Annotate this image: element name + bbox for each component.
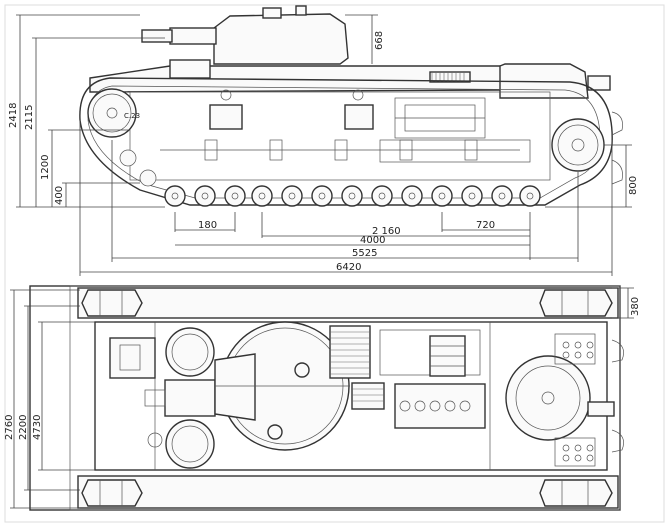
- track-inner-outline: [87, 85, 601, 199]
- dim-4000: 4000: [360, 235, 385, 246]
- front-mg-turret-top: [165, 327, 215, 377]
- sprocket-plan-bottom: [539, 479, 613, 507]
- road-wheel: [251, 185, 273, 207]
- road-wheels: [164, 185, 541, 207]
- engine-deck-grille: [429, 71, 471, 83]
- track-outline: [79, 77, 613, 206]
- dim-180: 180: [198, 220, 217, 231]
- sheet-frame: [4, 4, 665, 523]
- rear-turret-gun-plan: [587, 401, 615, 417]
- road-wheel: [311, 185, 333, 207]
- turret-hatch-plan: [294, 362, 310, 378]
- road-wheel: [281, 185, 303, 207]
- hull-gun-mount: [164, 379, 216, 417]
- door-rear-handle: [352, 89, 364, 101]
- idler-plan-top: [81, 289, 143, 317]
- part-mark-label: C.23: [124, 112, 140, 120]
- plan-hull: [94, 321, 608, 471]
- dim-2200: 2200: [18, 415, 29, 440]
- dim-720: 720: [476, 220, 495, 231]
- main-turret: [213, 13, 349, 65]
- road-wheel: [341, 185, 363, 207]
- side-door-front: [209, 104, 243, 130]
- front-mg-turret-bottom: [165, 419, 215, 469]
- driver-compartment: [109, 337, 156, 379]
- fuel-tank: [351, 382, 385, 410]
- idler-plan-bottom: [81, 479, 143, 507]
- door-front-handle: [220, 89, 232, 101]
- road-wheel: [164, 185, 186, 207]
- dim-total-height: 2418: [8, 103, 19, 128]
- dim-2760: 2760: [4, 415, 15, 440]
- plan-dimensions: [10, 287, 634, 509]
- rear-turret-plan: [505, 355, 591, 441]
- track-left: [77, 287, 619, 319]
- dim-hull-height: 2115: [24, 105, 35, 130]
- turret-hatch: [295, 5, 307, 16]
- road-wheel: [401, 185, 423, 207]
- radiator-block: [329, 325, 371, 379]
- rear-turret-gun: [587, 75, 611, 91]
- main-gun-barrel: [141, 29, 173, 43]
- road-wheel: [194, 185, 216, 207]
- dim-turret-height: 668: [374, 31, 385, 50]
- road-wheel: [519, 185, 541, 207]
- side-view: C.23: [8, 5, 639, 276]
- drive-sprocket: [551, 118, 605, 172]
- plan-view: 2760 2200 4730 380: [4, 285, 641, 511]
- return-roller: [139, 169, 157, 187]
- dim-380: 380: [630, 297, 641, 316]
- front-idler-wheel: [87, 88, 137, 138]
- side-dimensions: [16, 14, 632, 276]
- main-gun-mantlet: [169, 27, 217, 45]
- dim-5525: 5525: [352, 248, 377, 259]
- road-wheel: [461, 185, 483, 207]
- side-dimension-labels: 2418 2115 1200 400 668 800 180 720 2 160…: [8, 31, 639, 273]
- road-wheel: [224, 185, 246, 207]
- road-wheel: [491, 185, 513, 207]
- road-wheel: [371, 185, 393, 207]
- turret-cupola: [262, 7, 282, 19]
- track-right: [77, 475, 619, 509]
- dim-4730: 4730: [32, 415, 43, 440]
- dim-2160: 2 160: [372, 226, 401, 237]
- front-turret-housing: [169, 59, 211, 79]
- turret-cupola-plan: [267, 424, 283, 440]
- return-roller: [119, 149, 137, 167]
- dim-400: 400: [54, 186, 65, 205]
- road-wheel: [431, 185, 453, 207]
- side-door-rear: [344, 104, 374, 130]
- turret-gun-housing-plan: [214, 353, 256, 421]
- plan-dimension-labels: 2760 2200 4730 380: [4, 297, 641, 440]
- dim-1200: 1200: [40, 155, 51, 180]
- dim-6420: 6420: [336, 262, 361, 273]
- dim-sprocket-height: 800: [628, 176, 639, 195]
- sprocket-plan-top: [539, 289, 613, 317]
- hull-side-plate: [129, 91, 551, 181]
